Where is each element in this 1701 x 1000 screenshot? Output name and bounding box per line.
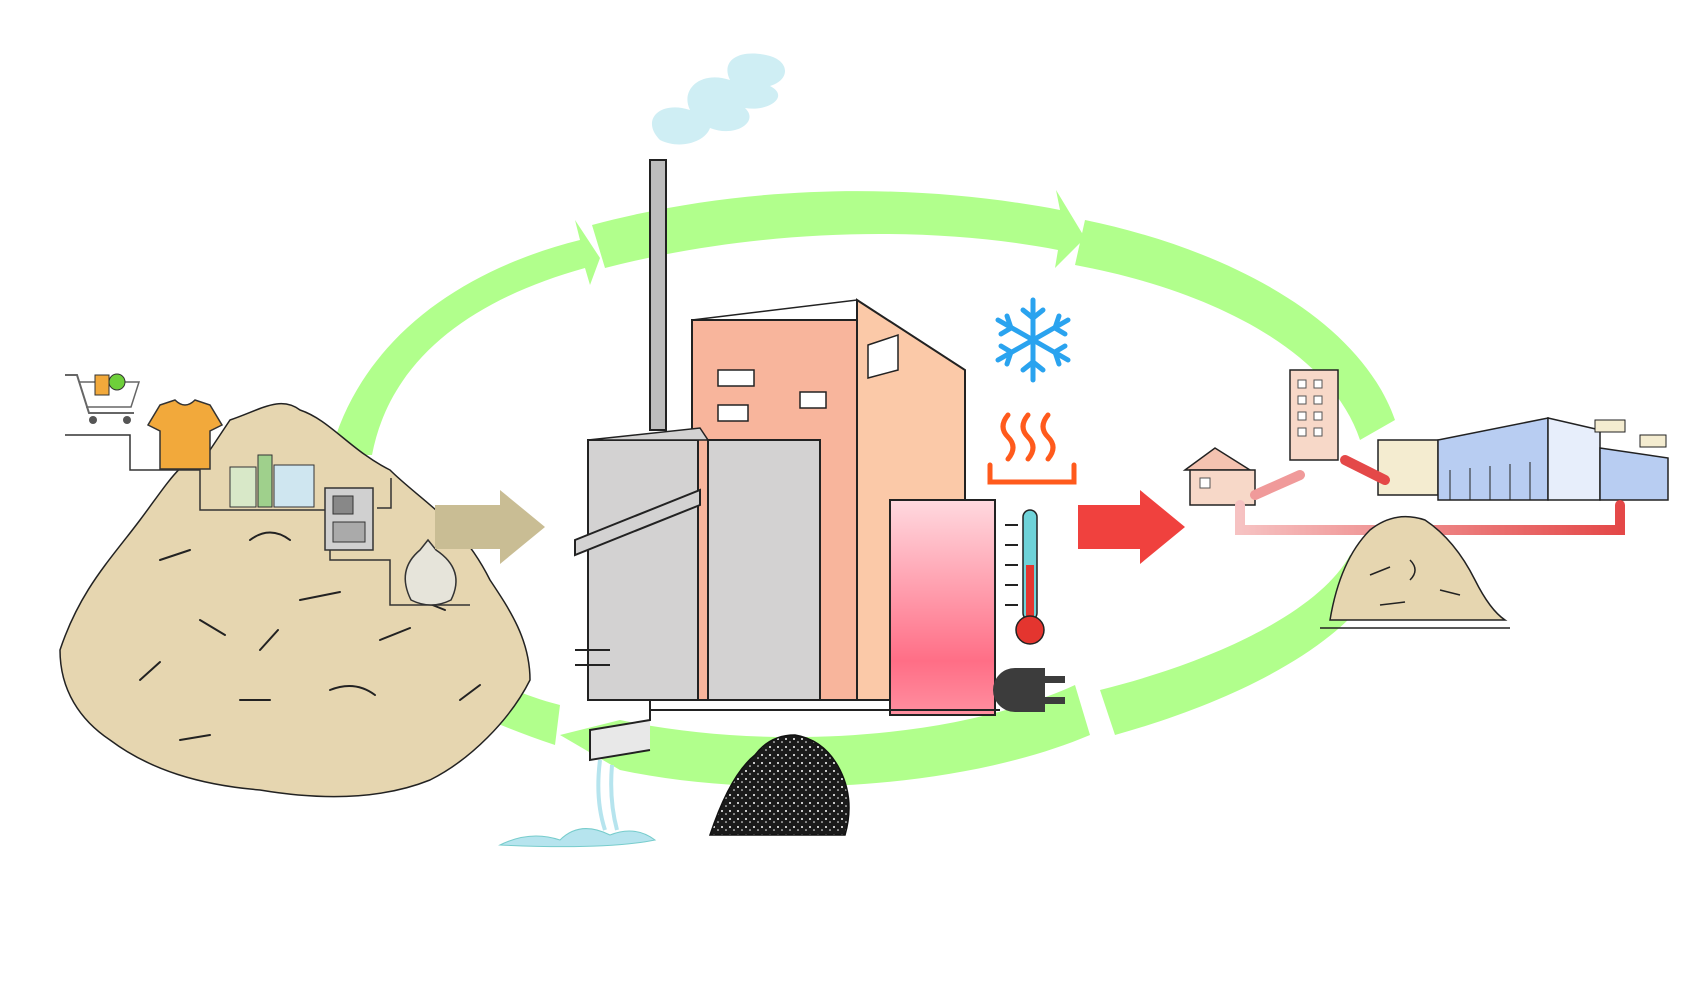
waste-items [65,373,470,606]
trash-bag-icon [404,538,457,606]
district-consumers [1182,369,1669,629]
snowflake-icon [995,297,1071,383]
tshirt-icon [146,399,224,470]
appliance-icon [324,478,392,551]
heat-storage [889,499,996,716]
chimney [649,159,667,431]
cycle-segment-bottom [560,685,1090,787]
packaging-icon [229,454,315,508]
heat-icon [987,412,1077,485]
cycle-segment-bottom-right [1100,555,1390,735]
cycle-segment-top-left [330,220,600,455]
incineration-plant [574,159,1000,716]
plug-icon [993,668,1065,712]
energy-output-arrow [1078,490,1185,564]
commercial-buildings [1377,417,1669,501]
boiler-house [587,439,699,701]
output-icons [987,297,1077,712]
waste-input-arrow [435,490,545,564]
cycle-segment-right [1075,220,1395,440]
district-waste-heap [1329,515,1508,621]
house [1182,447,1256,506]
thermometer-icon [1005,509,1045,645]
ash-pile-icon [708,734,850,836]
cycle-segment-top [592,190,1085,268]
wastewater-icon [498,700,657,848]
steam-plume [651,53,785,145]
shopping-cart-icon [65,373,141,424]
byproducts [498,700,850,848]
apartment-building [1289,369,1339,461]
cycle-ring [330,190,1395,787]
